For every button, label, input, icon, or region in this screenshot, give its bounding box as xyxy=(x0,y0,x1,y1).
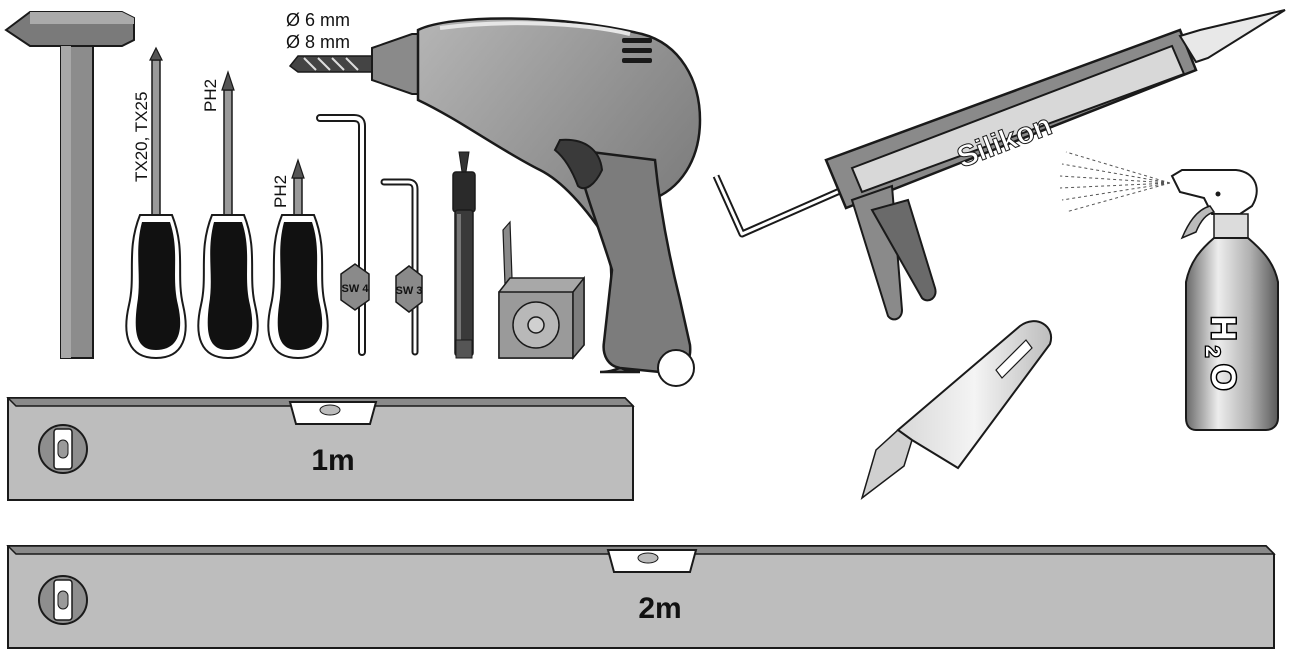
spray-bottle: H 2 O xyxy=(1059,151,1279,431)
hex-key-small: SW 3 xyxy=(380,178,423,356)
marker xyxy=(452,151,476,359)
screwdriver-ph2-short-label: PH2 xyxy=(271,175,290,208)
screwdriver-ph2-long-label: PH2 xyxy=(201,79,220,112)
spray-bottle-label-h: H xyxy=(1204,316,1242,341)
level-2m-label: 2m xyxy=(638,592,681,625)
level-1m-label: 1m xyxy=(311,444,354,477)
screwdriver-torx-label: TX20, TX25 xyxy=(132,92,151,182)
spray-bottle-label-o: O xyxy=(1204,364,1242,390)
level-1m: 1m xyxy=(6,397,635,501)
drill-bit-size-1: Ø 6 mm xyxy=(286,10,350,30)
hammer xyxy=(4,11,135,359)
hex-key-large-label: SW 4 xyxy=(342,283,370,295)
level-2m: 2m xyxy=(6,545,1276,649)
screwdriver-ph2-long: PH2 xyxy=(197,70,259,360)
hex-key-large: SW 4 xyxy=(316,114,370,356)
utility-knife xyxy=(860,320,1053,500)
drill: Ø 6 mm Ø 8 mm xyxy=(286,10,702,387)
hex-key-small-label: SW 3 xyxy=(396,285,423,297)
screwdriver-ph2-short: PH2 xyxy=(267,158,329,360)
drill-bit-size-2: Ø 8 mm xyxy=(286,32,350,52)
spray-bottle-label-2: 2 xyxy=(1201,346,1223,357)
screwdriver-torx: TX20, TX25 xyxy=(125,46,187,360)
tape-measure xyxy=(498,220,585,361)
